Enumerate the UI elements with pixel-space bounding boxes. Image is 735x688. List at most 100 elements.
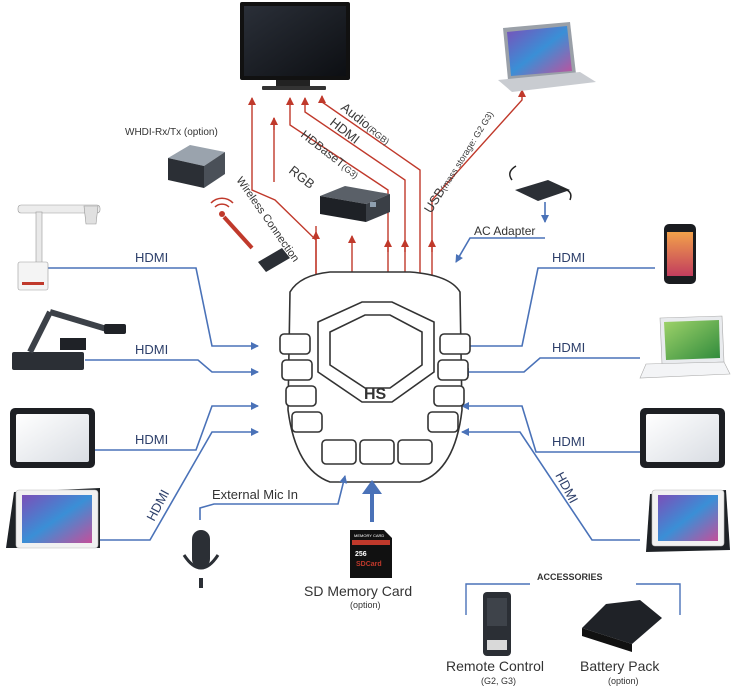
hub-button-right-1 [439, 333, 471, 355]
doccam-arm [17, 204, 101, 214]
laptop-screen [507, 26, 572, 76]
visualizer-arm-1 [27, 310, 53, 354]
left-hdmi-label-3: HDMI [135, 432, 168, 447]
right-hdmi-label-2: HDMI [552, 340, 585, 355]
sd-card-text-mid: 256 [355, 551, 367, 558]
mic-line [199, 475, 348, 520]
whdi-box-side [204, 152, 225, 188]
tv-stand [262, 86, 326, 90]
accessories-title: ACCESSORIES [537, 572, 603, 582]
visualizer-side [60, 338, 86, 350]
usb-label: USB(mass storage: G2 G3) [421, 107, 496, 215]
wireless-connection-label: Wireless Connection [234, 175, 302, 265]
red-line-labels: RGB HDBaseT(G3) HDMI Audio(RGB) USB(mass… [286, 100, 496, 216]
right-line-2 [461, 357, 640, 376]
adapter-cord [559, 187, 572, 201]
laptop-usb-device [498, 22, 596, 92]
mic-label: External Mic In [212, 487, 298, 502]
hub-button-bottom-3 [397, 439, 433, 465]
hub-button-left-3 [285, 385, 317, 407]
battery-pack-side [582, 628, 632, 652]
hub-button-left-2 [281, 359, 313, 381]
left-line-1 [46, 267, 259, 350]
sd-card-group: MEMORY CARD 256 SDCard SD Memory Card (o… [304, 480, 412, 610]
right-line-4 [461, 428, 640, 541]
tv-neck [276, 80, 310, 86]
adapter-to-hub-line [455, 237, 545, 263]
ac-adapter-label: AC Adapter [474, 224, 535, 238]
ipad-left-screen [22, 495, 92, 543]
mic-head-icon [192, 530, 210, 568]
hub-button-left-1 [279, 333, 311, 355]
red-output-lines [248, 89, 526, 282]
hub-button-right-4 [427, 411, 459, 433]
audio-to-tv-line [318, 95, 421, 282]
left-hdmi-label-4: HDMI [143, 487, 172, 523]
hub-button-right-2 [437, 359, 469, 381]
whdi-box-top [168, 145, 225, 166]
left-hdmi-label-1: HDMI [135, 250, 168, 265]
visualizer-device [12, 309, 126, 370]
tablet-right-device [640, 408, 725, 468]
sd-card-label: SD Memory Card [304, 583, 412, 599]
left-hdmi-label-2: HDMI [135, 342, 168, 357]
whdi-box-front [168, 158, 204, 188]
visualizer-head [104, 324, 126, 334]
wifi-arc-1 [214, 203, 230, 208]
tablet-left-device [10, 408, 95, 468]
antenna-rod [222, 215, 254, 250]
doccam-pole [35, 211, 43, 269]
left-line-4 [100, 428, 259, 541]
sd-card-text-bottom: SDCard [356, 561, 382, 568]
wireless-connection: Wireless Connection [210, 175, 302, 272]
phone-screen [667, 232, 693, 276]
wifi-arc-2 [210, 197, 234, 204]
tablet-right-screen [646, 414, 719, 462]
hub-button-bottom-2 [359, 439, 395, 465]
right-line-1 [461, 267, 655, 350]
battery-pack-icon [582, 600, 662, 644]
laptop-base [498, 72, 596, 92]
mic-cradle-icon [182, 554, 220, 570]
hdbaset-port [370, 202, 376, 207]
visualizer-arm-2 [49, 309, 111, 333]
adapter-cable [509, 165, 517, 181]
right-input-labels: HDMI HDMI HDMI HDMI [552, 250, 585, 506]
remote-label: Remote Control [446, 658, 544, 674]
left-line-2 [85, 359, 259, 376]
sd-card-text-top: MEMORY CARD [354, 533, 384, 538]
hdmi-to-tv-line [301, 97, 406, 282]
right-hdmi-label-3: HDMI [552, 434, 585, 449]
right-hdmi-label-1: HDMI [552, 250, 585, 265]
right-input-lines [461, 267, 655, 541]
hdbaset-box-front [320, 196, 366, 222]
hdbaset-box-top [320, 186, 390, 204]
sd-card-sub: (option) [350, 600, 381, 610]
document-camera-device [17, 204, 101, 291]
whdi-device: WHDI-Rx/Tx (option) [125, 127, 225, 188]
hdbaset-device [320, 186, 390, 222]
tablet-left-screen [16, 414, 89, 462]
doccam-base-accent [22, 282, 44, 285]
hub-center-inner [329, 314, 423, 389]
battery-label: Battery Pack [580, 658, 660, 674]
ipad-left-device [6, 488, 100, 549]
remote-bottom-panel [487, 640, 507, 650]
hdbaset-to-tv-line [286, 97, 389, 282]
tv-screen [244, 6, 346, 76]
laptop-right-device [639, 315, 731, 379]
hub-label: HS [364, 386, 387, 403]
sd-arrowhead [362, 480, 382, 494]
adapter-brick [515, 180, 570, 201]
left-input-labels: HDMI HDMI HDMI HDMI [135, 250, 172, 523]
laptop-right-screen [664, 320, 720, 360]
mic-stem-icon [199, 578, 203, 588]
hs-hub: HS [279, 271, 471, 483]
remote-sub: (G2, G3) [481, 676, 516, 686]
ipad-right-screen [658, 495, 718, 541]
hdbaset-box-side [366, 194, 390, 222]
whdi-label: WHDI-Rx/Tx (option) [125, 127, 218, 138]
doccam-head [83, 205, 99, 225]
doccam-base [17, 261, 49, 291]
